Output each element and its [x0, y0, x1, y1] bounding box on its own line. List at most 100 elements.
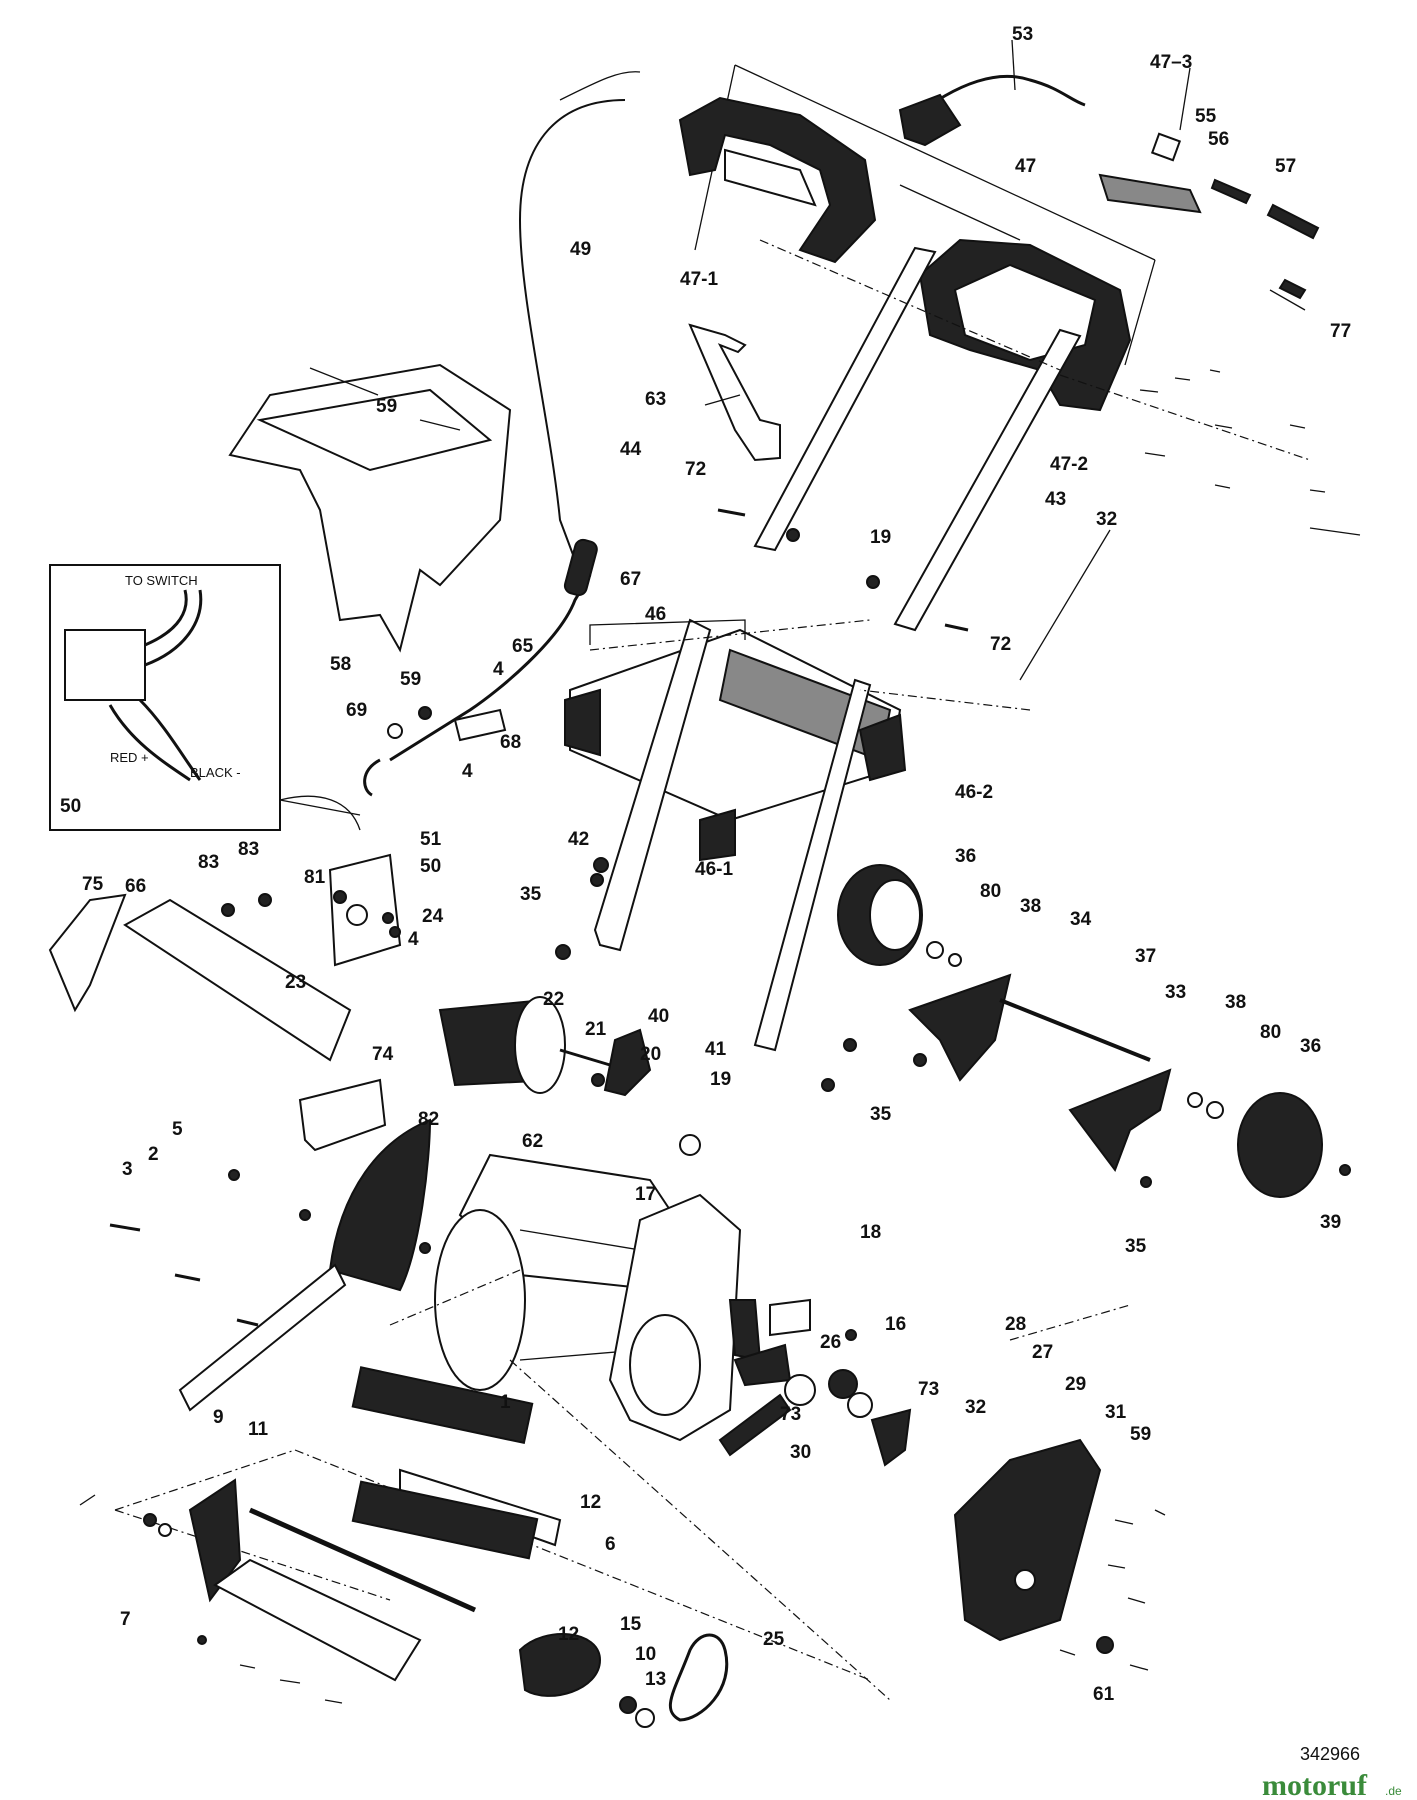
- label-27: 27: [1032, 1342, 1053, 1363]
- label-39: 39: [1320, 1212, 1341, 1233]
- label-12-b: 12: [558, 1624, 579, 1645]
- covers-left: [48, 893, 432, 1292]
- belt-cover-31: [953, 1438, 1102, 1642]
- cover-74: [298, 1078, 387, 1152]
- label-72-b: 72: [990, 634, 1011, 655]
- bearing-16: [769, 1298, 811, 1337]
- cover-82: [328, 1118, 432, 1292]
- label-56: 56: [1208, 129, 1229, 150]
- label-7: 7: [120, 1609, 131, 1630]
- label-5: 5: [172, 1119, 183, 1140]
- label-13: 13: [645, 1669, 666, 1690]
- label-4-c: 4: [408, 929, 419, 950]
- wheel-36-right: [1237, 1092, 1323, 1198]
- label-59-a: 59: [376, 396, 397, 417]
- label-41: 41: [705, 1039, 727, 1060]
- label-73-b: 73: [780, 1404, 801, 1425]
- auger-tube: [213, 1558, 422, 1682]
- label-2: 2: [148, 1144, 159, 1165]
- label-77: 77: [1330, 321, 1351, 342]
- label-80-a: 80: [980, 881, 1001, 902]
- label-83-a: 83: [198, 852, 219, 873]
- label-58: 58: [330, 654, 351, 675]
- gear-26: [728, 1299, 762, 1362]
- label-65: 65: [512, 636, 534, 657]
- label-40: 40: [648, 1006, 669, 1027]
- paddle-12-top: [351, 1366, 534, 1445]
- part-number-labels: 53 47–3 47 55 56 57 49 47-1 77 63 44 72 …: [82, 24, 1351, 1705]
- discharge-chute-58: [228, 363, 512, 653]
- label-20: 20: [640, 1044, 661, 1065]
- wheel-cover-34: [908, 973, 1012, 1082]
- label-82: 82: [418, 1109, 439, 1130]
- label-9: 9: [213, 1407, 224, 1428]
- label-3: 3: [122, 1159, 133, 1180]
- label-47-2: 47-2: [1050, 454, 1088, 475]
- label-47: 47: [1015, 156, 1036, 177]
- label-33: 33: [1165, 982, 1186, 1003]
- label-6: 6: [605, 1534, 616, 1555]
- fan-21: [603, 1028, 652, 1097]
- label-69: 69: [346, 700, 367, 721]
- wheel-cover-33: [1068, 1068, 1172, 1173]
- label-19-b: 19: [710, 1069, 731, 1090]
- label-1: 1: [500, 1392, 511, 1413]
- belt-25: [669, 1633, 729, 1722]
- label-26: 26: [820, 1332, 841, 1353]
- label-66: 66: [125, 876, 146, 897]
- label-32-a: 32: [1096, 509, 1117, 530]
- label-25: 25: [763, 1629, 785, 1650]
- label-28: 28: [1005, 1314, 1026, 1335]
- label-24: 24: [422, 906, 444, 927]
- label-49: 49: [570, 239, 591, 260]
- screws-right: [1139, 369, 1326, 493]
- handle-tube-43: [893, 328, 1082, 632]
- label-21: 21: [585, 1019, 607, 1040]
- label-32-b: 32: [965, 1397, 986, 1418]
- motor-assembly: [221, 853, 701, 1156]
- scraper-2: [178, 1263, 347, 1412]
- label-50: 50: [420, 856, 441, 877]
- label-83-b: 83: [238, 839, 259, 860]
- wheel-assembly: [837, 864, 1351, 1198]
- label-36-b: 36: [1300, 1036, 1321, 1057]
- label-22: 22: [543, 989, 564, 1010]
- label-75: 75: [82, 874, 104, 895]
- label-11: 11: [248, 1419, 269, 1440]
- handle-assembly: [518, 39, 1361, 681]
- label-35-c: 35: [1125, 1236, 1147, 1257]
- control-rod-assembly: [363, 538, 598, 797]
- label-17: 17: [635, 1184, 656, 1205]
- label-18: 18: [860, 1222, 881, 1243]
- shaft-30: [718, 1393, 792, 1457]
- label-80-b: 80: [1260, 1022, 1281, 1043]
- label-29: 29: [1065, 1374, 1086, 1395]
- label-12-a: 12: [580, 1492, 601, 1513]
- wiring-red: RED +: [110, 750, 149, 765]
- spiral-9: [188, 1478, 242, 1603]
- label-43: 43: [1045, 489, 1066, 510]
- handle-tube-left: [753, 246, 937, 552]
- label-46-1: 46-1: [695, 859, 733, 880]
- switch-cover-55: [1098, 173, 1202, 214]
- label-68: 68: [500, 732, 521, 753]
- label-73-a: 73: [918, 1379, 939, 1400]
- label-16: 16: [885, 1314, 906, 1335]
- lower-handle-40: [593, 618, 712, 952]
- deflector-66: [123, 898, 352, 1062]
- wiring-inset: [49, 564, 361, 831]
- label-4-b: 4: [462, 761, 473, 782]
- label-35-a: 35: [520, 884, 542, 905]
- drive-parts: [718, 1298, 1166, 1671]
- label-10: 10: [635, 1644, 656, 1665]
- label-81: 81: [304, 867, 326, 888]
- label-59-b: 59: [400, 669, 421, 690]
- wiring-black: BLACK -: [190, 765, 241, 780]
- label-74: 74: [372, 1044, 394, 1065]
- label-62: 62: [522, 1131, 543, 1152]
- housing-assembly: [389, 1153, 1131, 1442]
- safety-key-63: [688, 323, 781, 462]
- label-46-2: 46-2: [955, 782, 993, 803]
- label-44: 44: [620, 439, 642, 460]
